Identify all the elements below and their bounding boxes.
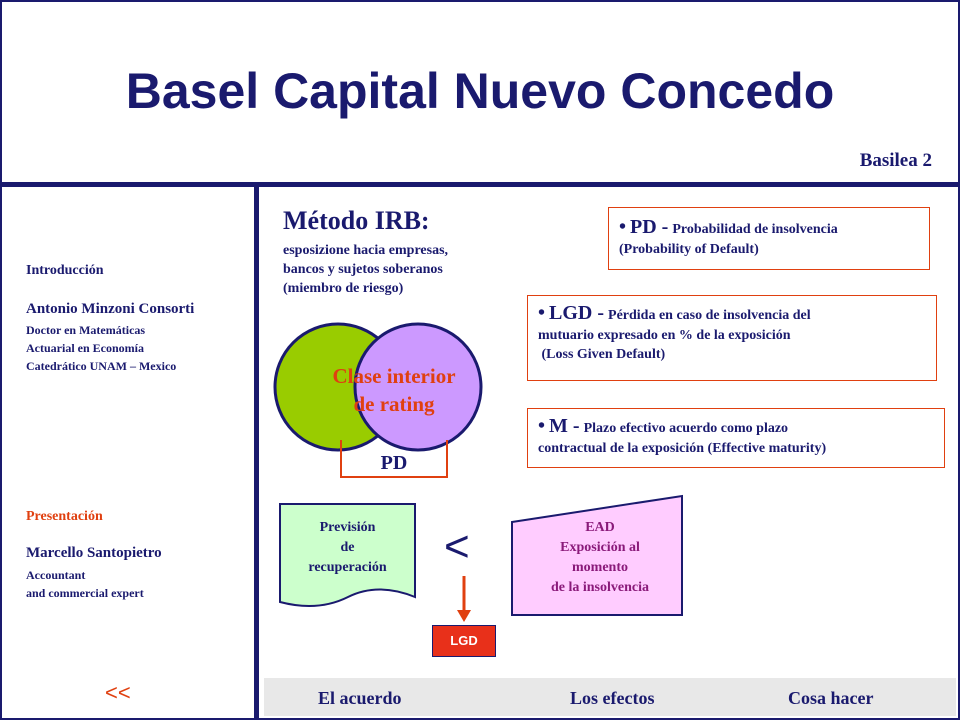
author2-line2: and commercial expert — [26, 586, 144, 600]
m-text1: Plazo efectivo acuerdo como plazo — [583, 421, 789, 436]
pd-abbr: PD - — [630, 216, 669, 238]
ead-line3: momento — [572, 560, 628, 575]
ead-line2: Exposición al — [560, 540, 640, 555]
page-subtitle: Basilea 2 — [859, 150, 932, 171]
footer-nav-bar — [264, 678, 956, 716]
ead-line4: de la insolvencia — [550, 580, 649, 595]
m-abbr: M - — [549, 415, 580, 437]
sidebar-item-introduccion[interactable]: Introducción — [26, 263, 104, 278]
method-line1: esposizione hacia empresas, — [283, 243, 449, 258]
previous-link[interactable]: << — [105, 680, 131, 705]
method-line2: bancos y sujetos soberanos — [283, 262, 443, 277]
venn-caption: Clase interior de rating — [294, 362, 494, 418]
pd-text2: (Probability of Default) — [619, 242, 759, 257]
author1-name: Antonio Minzoni Consorti — [26, 301, 195, 317]
lgd-text2: mutuario expresado en % de la exposición — [538, 328, 791, 343]
page-title: Basel Capital Nuevo Concedo — [125, 63, 835, 119]
method-description: esposizione hacia empresas, bancos y suj… — [283, 241, 523, 298]
author2-line1: Accountant — [26, 568, 86, 582]
method-line3: (miembro de riesgo) — [283, 281, 404, 296]
author1-line3: Catedrático UNAM – Mexico — [26, 359, 177, 373]
recovery-line2: de — [340, 540, 355, 555]
method-heading: Método IRB: — [283, 206, 430, 235]
venn-caption-line1: Clase interior — [332, 364, 456, 388]
recovery-text: Previsión de recuperación — [280, 518, 415, 578]
pd-label: PD — [340, 440, 448, 478]
m-definition-box: • M - Plazo efectivo acuerdo como plazo … — [527, 408, 945, 468]
lgd-button[interactable]: LGD — [432, 625, 496, 657]
recovery-line1: Previsión — [319, 520, 376, 535]
lgd-abbr: LGD - — [549, 302, 605, 324]
venn-caption-line2: de rating — [353, 392, 435, 416]
author2-name: Marcello Santopietro — [26, 545, 162, 561]
rating-venn-diagram — [273, 322, 483, 452]
arrow-down-icon — [457, 576, 471, 622]
ead-line1: EAD — [585, 520, 615, 535]
nav-los-efectos[interactable]: Los efectos — [570, 688, 655, 708]
recovery-line3: recuperación — [308, 560, 387, 575]
m-text2: contractual de la exposición (Effective … — [538, 441, 827, 456]
lgd-text1: Pérdida en caso de insolvencia del — [608, 308, 811, 323]
author1-line1: Doctor en Matemáticas — [26, 323, 146, 337]
pd-definition-box: • PD - Probabilidad de insolvencia (Prob… — [608, 207, 930, 270]
bullet-icon: • — [619, 216, 627, 238]
recovery-document-shape — [279, 503, 416, 607]
less-than-symbol: < — [444, 522, 470, 571]
lgd-text3: (Loss Given Default) — [538, 347, 666, 362]
sidebar-item-presentacion[interactable]: Presentación — [26, 509, 103, 524]
bullet-icon: • — [538, 302, 546, 324]
nav-cosa-hacer[interactable]: Cosa hacer — [788, 688, 874, 708]
lgd-definition-box: • LGD - Pérdida en caso de insolvencia d… — [527, 295, 937, 381]
bullet-icon: • — [538, 415, 546, 437]
ead-input-shape — [511, 494, 683, 616]
author1-line2: Actuarial en Economía — [26, 341, 144, 355]
nav-el-acuerdo[interactable]: El acuerdo — [318, 688, 402, 708]
pd-text1: Probabilidad de insolvencia — [672, 222, 838, 237]
ead-text: EAD Exposición al momento de la insolven… — [515, 518, 685, 598]
sidebar-divider — [254, 182, 259, 720]
venn-right-circle — [353, 322, 483, 452]
header-divider — [0, 182, 960, 187]
